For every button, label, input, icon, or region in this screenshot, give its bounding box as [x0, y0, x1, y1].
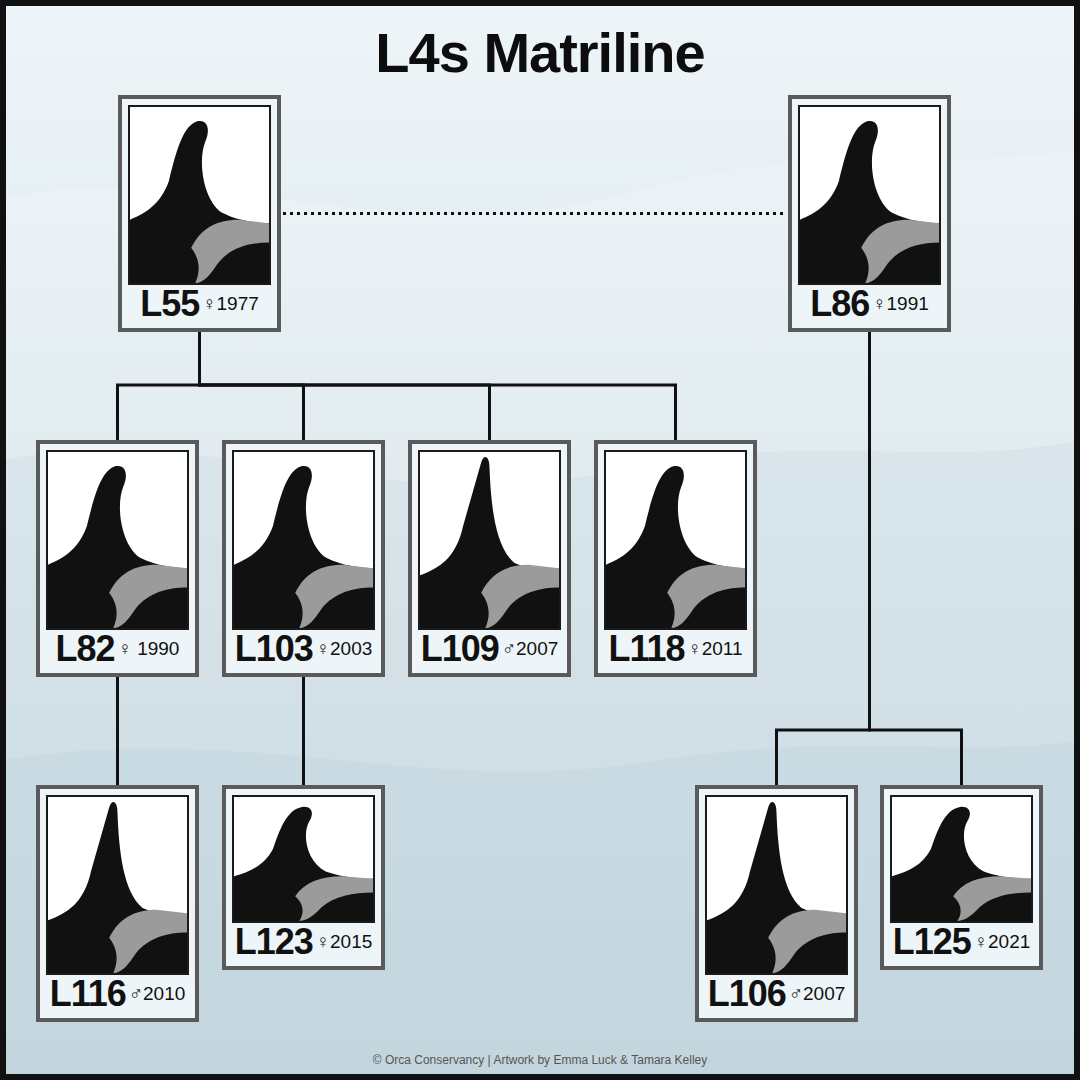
label-row: L118♀2011 [602, 628, 749, 669]
sex-birth-year: ♂2007 [502, 638, 559, 660]
fin-illustration [234, 452, 373, 628]
descent-line [118, 332, 200, 440]
fin-picture [46, 450, 189, 630]
pod-link [283, 212, 786, 215]
fin-illustration [892, 797, 1031, 921]
sex-birth-year: ♀1977 [202, 293, 259, 315]
whale-id: L125 [893, 921, 971, 963]
fin-picture [46, 795, 189, 975]
orca-card: L118♀2011 [594, 440, 757, 677]
descent-line [116, 677, 119, 785]
dorsal-fin [892, 807, 1031, 921]
saddle-patch [768, 910, 846, 973]
descent-line [777, 332, 870, 785]
whale-id: L118 [608, 628, 684, 670]
descent-line [200, 332, 676, 440]
orca-card: L82♀ 1990 [36, 440, 199, 677]
orca-card: L123♀2015 [222, 785, 385, 970]
whale-id: L86 [810, 283, 869, 325]
orca-card: L103♀2003 [222, 440, 385, 677]
whale-id: L109 [421, 628, 499, 670]
label-row: L55♀1977 [126, 283, 273, 324]
fin-illustration [707, 797, 846, 973]
fin-picture [890, 795, 1033, 923]
sex-birth-year: ♀2015 [316, 931, 373, 953]
dorsal-fin [234, 807, 373, 921]
fin-picture [604, 450, 747, 630]
whale-id: L55 [140, 283, 199, 325]
saddle-patch [109, 910, 187, 973]
sex-birth-year: ♂2007 [789, 983, 846, 1005]
fin-illustration [48, 452, 187, 628]
label-row: L106♂2007 [703, 973, 850, 1014]
fin-picture [128, 105, 271, 285]
caption: © Orca Conservancy | Artwork by Emma Luc… [0, 1053, 1080, 1067]
whale-id: L116 [50, 973, 126, 1015]
saddle-patch [667, 565, 745, 628]
whale-id: L82 [56, 628, 115, 670]
descent-line [302, 677, 305, 785]
saddle-patch [109, 565, 187, 628]
fin-picture [798, 105, 941, 285]
whale-id: L103 [235, 628, 313, 670]
saddle-patch [481, 565, 559, 628]
orca-card: L116♂2010 [36, 785, 199, 1022]
fin-illustration [48, 797, 187, 973]
orca-card: L109♂2007 [408, 440, 571, 677]
fin-illustration [234, 797, 373, 921]
fin-illustration [130, 107, 269, 283]
dorsal-fin [130, 121, 269, 283]
fin-picture [418, 450, 561, 630]
orca-card: L55♀1977 [118, 95, 281, 332]
label-row: L103♀2003 [230, 628, 377, 669]
whale-id: L106 [708, 973, 786, 1015]
whale-id: L123 [235, 921, 313, 963]
sex-birth-year: ♀ 1990 [118, 638, 180, 660]
label-row: L86♀1991 [796, 283, 943, 324]
descent-line [870, 332, 962, 785]
dorsal-fin [48, 466, 187, 628]
sex-birth-year: ♂2010 [129, 983, 186, 1005]
sex-birth-year: ♀1991 [872, 293, 929, 315]
sex-birth-year: ♀2021 [974, 931, 1031, 953]
fin-illustration [606, 452, 745, 628]
sex-birth-year: ♀2003 [316, 638, 373, 660]
orca-card: L125♀2021 [880, 785, 1043, 970]
page-frame [3, 3, 1077, 1077]
fin-picture [232, 795, 375, 923]
dorsal-fin [707, 802, 846, 973]
dorsal-fin [420, 457, 559, 628]
dorsal-fin [48, 802, 187, 973]
wave [0, 740, 1080, 1080]
sex-birth-year: ♀2011 [687, 638, 742, 660]
label-row: L123♀2015 [230, 921, 377, 962]
dorsal-fin [606, 466, 745, 628]
title: L4s Matriline [0, 20, 1080, 85]
saddle-patch [861, 220, 939, 283]
fin-illustration [420, 452, 559, 628]
dorsal-fin [800, 121, 939, 283]
fin-picture [705, 795, 848, 975]
orca-card: L106♂2007 [695, 785, 858, 1022]
saddle-patch [295, 565, 373, 628]
saddle-patch [295, 876, 373, 921]
label-row: L109♂2007 [416, 628, 563, 669]
saddle-patch [191, 220, 269, 283]
label-row: L125♀2021 [888, 921, 1035, 962]
fin-picture [232, 450, 375, 630]
dorsal-fin [234, 466, 373, 628]
fin-illustration [800, 107, 939, 283]
label-row: L82♀ 1990 [44, 628, 191, 669]
label-row: L116♂2010 [44, 973, 191, 1014]
saddle-patch [953, 876, 1031, 921]
wave [0, 440, 1080, 1080]
orca-card: L86♀1991 [788, 95, 951, 332]
